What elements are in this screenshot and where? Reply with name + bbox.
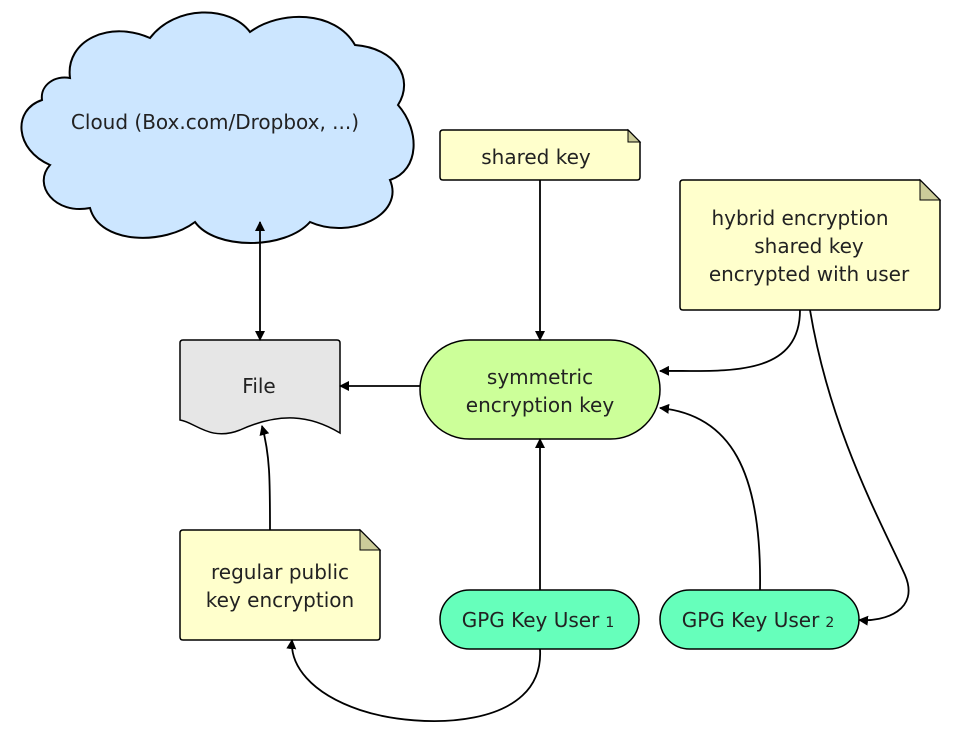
- symmetric-key-shape: [419, 339, 661, 440]
- gpg-user-2-node: GPG Key User 2: [659, 589, 860, 650]
- edges: [255, 180, 910, 722]
- file-shape: [179, 339, 341, 435]
- shared-key-fold: [627, 128, 642, 143]
- hybrid-encryption-note: hybrid encryption shared key encrypted w…: [679, 178, 942, 311]
- regular-encryption-shape: [179, 529, 381, 641]
- gpg-user-2-subscript: 2: [825, 615, 834, 631]
- regular-encryption-line-2: key encryption: [206, 588, 354, 612]
- symmetric-key-line-1: symmetric: [487, 365, 593, 389]
- edge-hybrid-user2: [809, 309, 910, 626]
- edge-regular-file: [259, 425, 271, 531]
- regular-encryption-fold: [359, 528, 382, 551]
- cloud-label: Cloud (Box.com/Dropbox, ...): [71, 110, 359, 134]
- gpg-user-1-subscript: 1: [605, 615, 614, 631]
- file-label: File: [242, 374, 275, 398]
- symmetric-key-line-2: encryption key: [466, 393, 615, 417]
- shared-key-shape: [439, 129, 641, 181]
- symmetric-key-node: symmetric encryption key: [419, 339, 661, 440]
- hybrid-encryption-line-3: encrypted with user: [709, 262, 910, 286]
- gpg-user-2-text: GPG Key User: [682, 608, 820, 632]
- gpg-user-1-label: GPG Key User 1: [462, 608, 615, 632]
- edge-user2-symmetric: [659, 403, 761, 591]
- regular-encryption-line-1: regular public: [211, 560, 349, 584]
- edge-user1-regular: [286, 639, 541, 722]
- hybrid-encryption-shape: [679, 179, 941, 311]
- hybrid-encryption-line-1: hybrid encryption: [711, 206, 888, 230]
- shared-key-note: shared key: [439, 128, 642, 181]
- regular-encryption-note: regular public key encryption: [179, 528, 382, 641]
- shared-key-label: shared key: [481, 145, 591, 169]
- file-node: File: [179, 339, 341, 435]
- gpg-user-1-text: GPG Key User: [462, 608, 600, 632]
- cloud-node: Cloud (Box.com/Dropbox, ...): [20, 11, 415, 244]
- cloud-shape: [20, 11, 415, 244]
- hybrid-encryption-line-2: shared key: [754, 234, 864, 258]
- hybrid-encryption-fold: [919, 178, 942, 201]
- gpg-user-2-label: GPG Key User 2: [682, 608, 835, 632]
- gpg-user-1-node: GPG Key User 1: [439, 589, 640, 650]
- edge-hybrid-symmetric: [659, 309, 801, 376]
